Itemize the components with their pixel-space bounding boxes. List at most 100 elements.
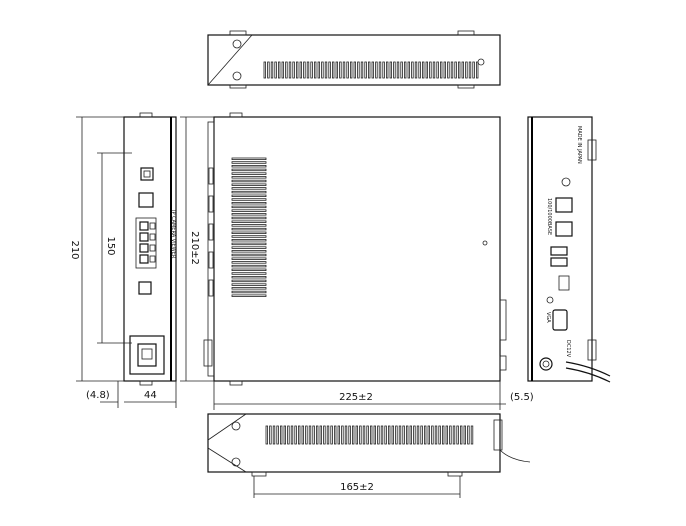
vent-slot <box>328 61 331 79</box>
vent-slot <box>231 172 267 175</box>
vent-slot <box>349 61 353 79</box>
vent-slot <box>375 61 378 79</box>
rear-lan-port-1 <box>555 197 573 213</box>
vent-slot <box>269 425 272 445</box>
vent-slot <box>231 176 267 179</box>
vent-slot <box>366 425 369 445</box>
vent-slot <box>344 425 348 445</box>
vent-slot <box>470 425 474 445</box>
top-view-foot-right-bottom <box>457 84 475 89</box>
vent-slot <box>272 425 276 445</box>
rear-view-foot-bottom <box>587 339 597 361</box>
vent-slot <box>331 61 335 79</box>
vent-slot <box>351 425 355 445</box>
vent-slot <box>263 61 267 79</box>
vent-slot <box>418 61 421 79</box>
rear-power-cable-outline <box>565 367 611 383</box>
bottom-view-cable <box>499 449 531 463</box>
rear-vga-port <box>552 309 568 331</box>
rear-audio-jack <box>561 177 571 187</box>
vent-slot <box>231 283 267 286</box>
vent-slot <box>274 61 277 79</box>
vent-slot <box>454 61 457 79</box>
front-view: IP CAMERA VIEWER 210 150 (4.8) 44 <box>69 112 177 408</box>
vent-slot <box>416 425 420 445</box>
vent-slot <box>292 61 295 79</box>
front-tab <box>208 195 214 213</box>
side-view-front-lip <box>207 121 215 377</box>
vent-slot <box>402 425 405 445</box>
dim-label-height-side: 210±2 <box>189 231 200 265</box>
vent-slot <box>324 61 328 79</box>
vent-slot <box>297 425 301 445</box>
vent-slot <box>294 425 297 445</box>
vent-slot <box>431 425 434 445</box>
vent-slot <box>231 190 267 194</box>
vent-slot <box>308 425 312 445</box>
rear-ground-screw <box>546 296 554 304</box>
vent-slot <box>445 425 449 445</box>
vent-slot <box>315 425 319 445</box>
vent-slot <box>407 61 411 79</box>
bottom-view-vents <box>265 425 474 445</box>
vent-slot <box>295 61 299 79</box>
vent-slot <box>387 425 391 445</box>
side-view-foot-top <box>229 112 243 118</box>
vent-slot <box>231 242 267 246</box>
vent-slot <box>468 61 472 79</box>
vent-slot <box>231 290 267 294</box>
vent-slot <box>231 231 267 235</box>
vent-slot <box>438 425 441 445</box>
rear-power-cable <box>565 361 611 377</box>
vent-slot <box>231 183 267 186</box>
vent-slot <box>398 425 402 445</box>
vent-slot <box>391 425 395 445</box>
vent-slot <box>231 157 267 161</box>
rear-view-body <box>527 116 593 382</box>
vent-slot <box>467 425 470 445</box>
bottom-view-bracket-diagonal-bottom <box>207 447 247 473</box>
bottom-view-foot-left <box>251 471 267 477</box>
vent-slot <box>231 161 267 164</box>
vent-slot <box>265 425 269 445</box>
rear-view: MADE IN JAPAN 100/1000BASE VGA DC12V <box>527 116 611 383</box>
vent-slot <box>231 198 267 201</box>
vent-slot <box>393 61 396 79</box>
dim-label-rear-offset: (5.5) <box>510 392 534 403</box>
bottom-view-bracket-diagonal-top <box>207 413 247 441</box>
vent-slot <box>420 425 423 445</box>
rear-hdmi-port <box>558 275 570 291</box>
vent-slot <box>231 216 267 220</box>
vent-slot <box>231 179 267 183</box>
vent-slot <box>299 61 303 79</box>
vent-slot <box>421 61 425 79</box>
rear-vga-label: VGA <box>545 312 551 323</box>
vent-slot <box>409 425 413 445</box>
vent-slot <box>452 425 456 445</box>
power-switch-frame <box>129 335 165 375</box>
rear-made-in-label: MADE IN JAPAN <box>576 126 582 164</box>
vent-slot <box>341 425 344 445</box>
top-view-vents <box>263 61 479 79</box>
vent-slot <box>389 61 393 79</box>
side-view-switch-protrusion <box>203 339 213 367</box>
vent-slot <box>359 425 362 445</box>
vent-slot <box>312 425 315 445</box>
side-view-front-tabs <box>208 167 214 297</box>
front-button-indicator <box>149 244 156 252</box>
vent-slot <box>449 425 452 445</box>
vent-slot <box>427 425 431 445</box>
vent-slot <box>396 61 400 79</box>
side-view-rear-plug <box>499 355 507 371</box>
top-view-screw-right <box>477 58 485 66</box>
vent-slot <box>279 425 283 445</box>
power-switch <box>137 343 157 367</box>
vent-slot <box>231 194 267 198</box>
vent-slot <box>456 425 459 445</box>
bottom-view-body <box>207 413 501 473</box>
bottom-view: 165±2 <box>207 413 531 498</box>
vent-slot <box>321 61 324 79</box>
vent-slot <box>355 425 359 445</box>
vent-slot <box>231 164 267 168</box>
